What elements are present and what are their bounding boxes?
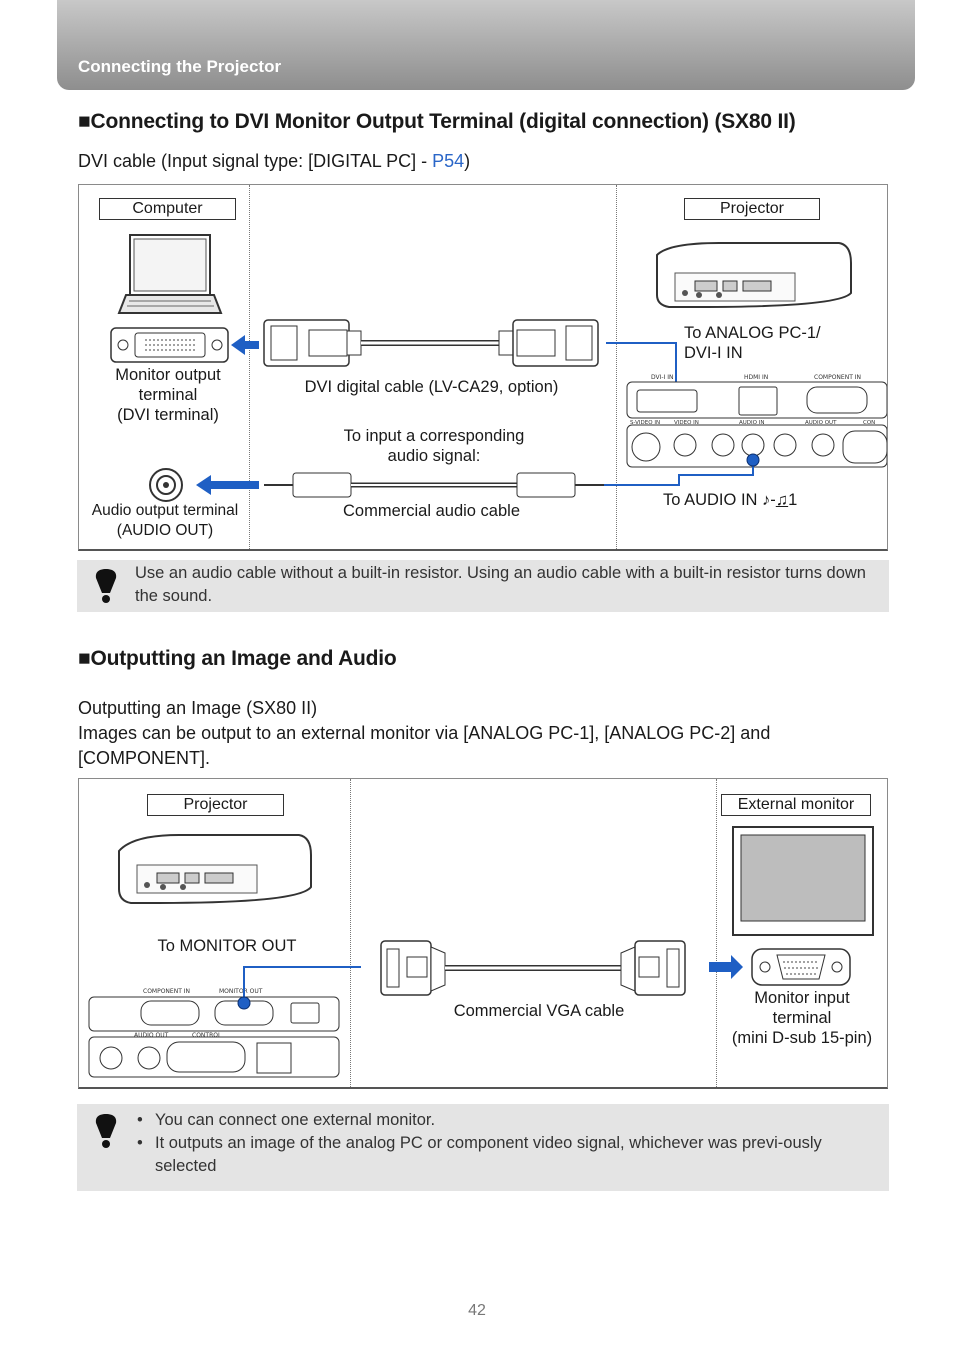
dvi-cable-icon	[263, 319, 599, 367]
audio-jack-icon	[149, 468, 183, 502]
to-analog-pc-label: To ANALOG PC-1/ DVI-I IN	[684, 324, 821, 362]
dvi-connection-diagram: Computer Projector	[78, 184, 888, 551]
port-label-audio-in: AUDIO IN	[739, 420, 764, 426]
port-label-control: CON	[863, 420, 875, 426]
page-link-p54[interactable]: P54	[432, 151, 465, 171]
monitor-input-terminal-label: Monitor input terminal (mini D-sub 15-pi…	[731, 989, 873, 1047]
arrow-icon	[709, 955, 743, 979]
port-label-audio-out: AUDIO OUT	[134, 1032, 169, 1039]
projector-rear-panel: DVI-I IN HDMI IN COMPONENT IN S-VIDEO IN…	[626, 374, 887, 468]
dvi-cable-label: DVI digital cable (LV-CA29, option)	[304, 378, 559, 396]
projector-icon	[118, 834, 312, 904]
monitor-diagram-graphics: COMPONENT IN MONITOR OUT AUDIO OUT CONTR…	[88, 826, 874, 1078]
audio-hint-label: To input a corresponding audio signal:	[343, 427, 525, 465]
dvi-diagram-graphics: DVI-I IN HDMI IN COMPONENT IN S-VIDEO IN…	[110, 234, 887, 502]
header-bar: Connecting the Projector	[57, 0, 915, 90]
vga-cable-icon	[380, 940, 686, 996]
vga-port-icon	[751, 948, 851, 986]
monitor-output-diagram: Projector External monitor COMPONENT IN	[78, 778, 888, 1089]
port-label-audio-out: AUDIO OUT	[805, 420, 837, 426]
dvi-caution-note: Use an audio cable without a built-in re…	[77, 560, 889, 612]
page-number: 42	[468, 1302, 486, 1319]
monitor-note-list: You can connect one external monitor. It…	[135, 1109, 869, 1178]
vga-cable-label: Commercial VGA cable	[453, 1002, 625, 1020]
port-label-dvi: DVI-I IN	[651, 374, 674, 381]
port-label-svideo: S-VIDEO IN	[630, 420, 660, 426]
projector-tag: Projector	[684, 198, 820, 220]
audio-output-terminal-label: Audio output terminal (AUDIO OUT)	[91, 502, 239, 539]
dvi-port-icon	[110, 327, 229, 363]
to-audio-in-label: To AUDIO IN ♪-♫1	[663, 491, 798, 509]
projector-rear-panel: COMPONENT IN MONITOR OUT AUDIO OUT CONTR…	[88, 988, 340, 1078]
section-title: Connecting the Projector	[78, 57, 282, 76]
caution-icon	[95, 1114, 117, 1148]
dvi-section-heading: ■Connecting to DVI Monitor Output Termin…	[78, 110, 796, 133]
monitor-output-terminal-label: Monitor output terminal (DVI terminal)	[115, 366, 221, 424]
monitor-icon	[732, 826, 874, 936]
arrow-icon	[196, 475, 259, 495]
arrow-icon	[231, 335, 259, 355]
port-label-hdmi: HDMI IN	[744, 374, 768, 381]
caution-icon	[95, 569, 117, 603]
port-label-component: COMPONENT IN	[814, 374, 861, 381]
monitor-caution-note: You can connect one external monitor. It…	[77, 1104, 889, 1191]
audio-cable-label: Commercial audio cable	[343, 502, 520, 520]
output-subheading: Outputting an Image (SX80 II)	[78, 698, 318, 718]
output-section-body: Outputting an Image (SX80 II) Images can…	[78, 696, 890, 771]
to-monitor-out-label: To MONITOR OUT	[157, 937, 297, 955]
audio-cable-icon	[264, 472, 604, 498]
list-item: You can connect one external monitor.	[135, 1109, 869, 1132]
port-label-component: COMPONENT IN	[143, 988, 190, 995]
projector-icon	[656, 242, 852, 308]
port-label-video: VIDEO IN	[674, 420, 699, 426]
dvi-note-text: Use an audio cable without a built-in re…	[135, 564, 866, 605]
port-label-monitor-out: MONITOR OUT	[219, 988, 263, 995]
output-section-heading: ■Outputting an Image and Audio	[78, 647, 397, 670]
port-label-control: CONTROL	[192, 1032, 222, 1039]
list-item: It outputs an image of the analog PC or …	[135, 1132, 869, 1178]
projector-tag: Projector	[147, 794, 284, 816]
external-monitor-tag: External monitor	[721, 794, 871, 816]
computer-tag: Computer	[99, 198, 236, 220]
laptop-icon	[117, 234, 223, 314]
dvi-intro: DVI cable (Input signal type: [DIGITAL P…	[78, 151, 471, 171]
